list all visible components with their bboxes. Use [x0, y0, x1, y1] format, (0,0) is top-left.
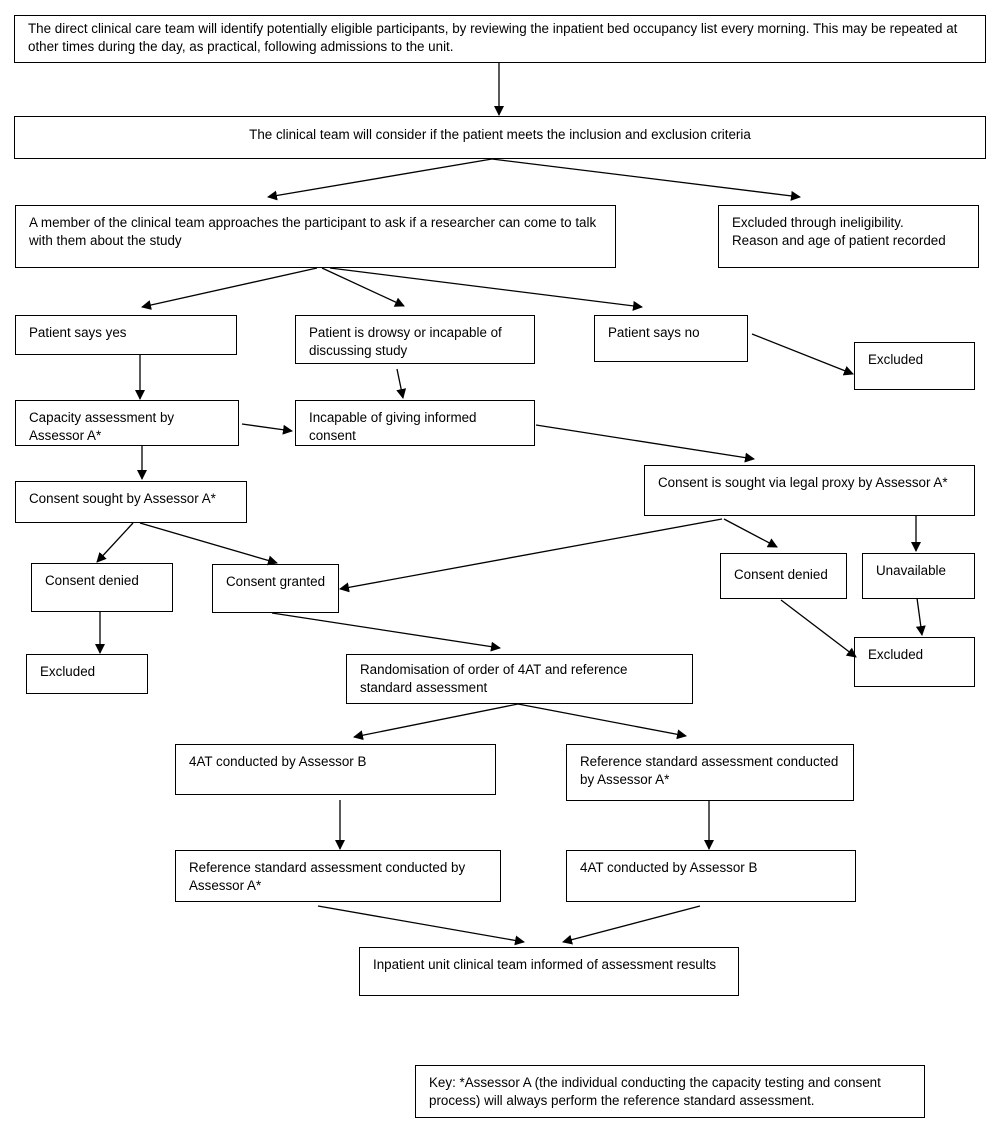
key-box: Key: *Assessor A (the individual conduct… [415, 1065, 925, 1118]
arrow-unavailable-to-excluded [915, 597, 926, 636]
criteria-box: The clinical team will consider if the p… [14, 116, 986, 159]
excluded-ineligible-line1: Excluded through ineligibility. [732, 215, 904, 230]
arrow-randomisation-to-refstd-right [517, 703, 687, 740]
drowsy-box: Patient is drowsy or incapable of discus… [295, 315, 535, 364]
consent-denied-right-box: Consent denied [720, 553, 847, 599]
arrow-denied-right-to-excluded [780, 599, 857, 658]
randomisation-box: Randomisation of order of 4AT and refere… [346, 654, 693, 704]
excluded-ineligible-line2: Reason and age of patient recorded [732, 233, 946, 248]
arrow-proxy-to-granted [339, 518, 723, 593]
arrow-4at-right-to-informed [562, 905, 701, 945]
unavailable-box: Unavailable [862, 553, 975, 599]
arrow-granted-to-randomisation [271, 612, 501, 652]
arrow-sought-to-granted [139, 522, 278, 566]
fourat-right-box: 4AT conducted by Assessor B [566, 850, 856, 902]
says-no-box: Patient says no [594, 315, 748, 362]
excluded-left-box: Excluded [26, 654, 148, 694]
arrow-randomisation-to-4at-left [353, 703, 519, 741]
arrow-approach-to-drowsy [321, 267, 405, 307]
arrow-approach-to-yes [141, 267, 318, 310]
refstd-left-box: Reference standard assessment conducted … [175, 850, 501, 902]
says-yes-box: Patient says yes [15, 315, 237, 355]
consent-sought-box: Consent sought by Assessor A* [15, 481, 247, 523]
excluded-no-box: Excluded [854, 342, 975, 390]
identify-box: The direct clinical care team will ident… [14, 15, 986, 63]
fourat-left-box: 4AT conducted by Assessor B [175, 744, 496, 795]
arrow-sought-to-denied [96, 522, 134, 563]
arrow-capacity-to-incapable [241, 423, 293, 435]
arrow-refstd-left-to-informed [317, 905, 525, 946]
excluded-right-box: Excluded [854, 637, 975, 687]
capacity-box: Capacity assessment by Assessor A* [15, 400, 239, 446]
excluded-ineligible-box: Excluded through ineligibility. Reason a… [718, 205, 979, 268]
arrow-drowsy-to-incapable [396, 368, 407, 399]
consent-denied-left-box: Consent denied [31, 563, 173, 612]
approach-box: A member of the clinical team approaches… [15, 205, 616, 268]
incapable-box: Incapable of giving informed consent [295, 400, 535, 446]
arrow-criteria-to-ineligible [491, 158, 801, 201]
arrow-proxy-to-denied-right [723, 518, 778, 548]
refstd-right-box: Reference standard assessment conducted … [566, 744, 854, 801]
arrow-approach-to-no [329, 267, 643, 311]
arrow-no-to-excluded [751, 333, 854, 376]
arrow-incapable-to-proxy [535, 424, 755, 463]
arrow-criteria-to-approach [267, 158, 493, 201]
informed-box: Inpatient unit clinical team informed of… [359, 947, 739, 996]
legal-proxy-box: Consent is sought via legal proxy by Ass… [644, 465, 975, 516]
consent-granted-box: Consent granted [212, 564, 339, 613]
